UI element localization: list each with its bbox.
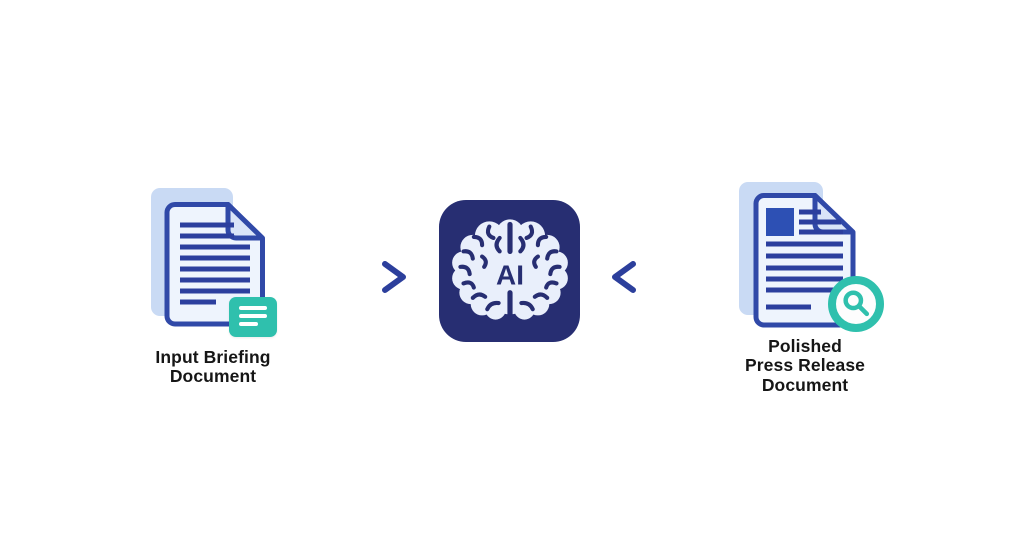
arrow-input-to-ai [313,261,406,293]
note-lines-icon [229,297,277,337]
ai-chip: AI [439,200,580,342]
input-doc-label-line1: Input Briefing [155,347,271,367]
arrow-output-to-ai [612,261,706,293]
output-doc-label-line3: Document [761,374,849,395]
briefing-document-icon [164,202,265,327]
output-doc-label: Polished Press Release Document [710,336,900,395]
ai-brain-icon: AI [451,219,568,321]
output-doc-label-line2: Press Release [744,355,865,376]
output-doc-label-line1: Polished [768,336,842,356]
ai-label: AI [496,259,524,290]
input-doc-label-line2: Document [169,366,257,387]
magnifier-icon [828,276,884,332]
input-doc-label: Input Briefing Document [118,347,308,387]
